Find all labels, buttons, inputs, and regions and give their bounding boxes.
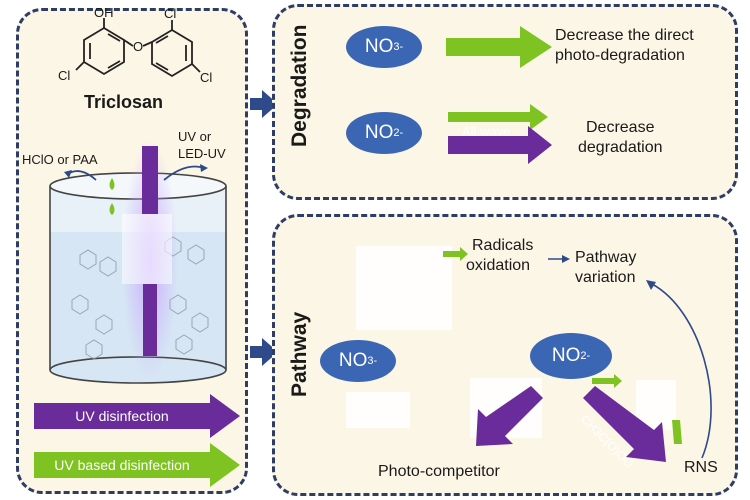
pathway-variation-label: Pathway variation xyxy=(575,249,637,286)
photo-competitor-label: Photo-competitor xyxy=(378,463,500,480)
hydroxyl-label: OH xyxy=(94,5,114,20)
uv-based-disinfection-label: UV based disinfection xyxy=(54,457,190,473)
ether-oxygen-label: O xyxy=(133,39,144,54)
radicals-oxidation-label: Radicals oxidation xyxy=(466,237,534,274)
structure-image-right xyxy=(636,380,676,430)
chlorine-label-right: Cl xyxy=(200,70,213,85)
structure-image-top xyxy=(356,246,452,330)
nitrite-effect: Decrease degradation xyxy=(578,119,663,156)
chlorine-label-top: Cl xyxy=(164,6,177,21)
overlap-arrow-text: All wave xyxy=(462,124,511,139)
degradation-title: Degradation xyxy=(288,24,311,147)
lamp-glare xyxy=(122,214,172,284)
oxidant-label: HClO or PAA xyxy=(22,152,98,167)
chlorine-label-left: Cl xyxy=(58,68,71,83)
uv-source-label: UV or LED-UV xyxy=(178,129,226,161)
structure-image-center xyxy=(470,378,542,438)
rns-label: RNS xyxy=(684,459,718,476)
uv-disinfection-label: UV disinfection xyxy=(75,408,169,424)
structure-image-left xyxy=(346,392,410,428)
molecule-name: Triclosan xyxy=(84,92,164,112)
pathway-title: Pathway xyxy=(288,311,311,397)
nitrate-effect: Decrease the direct photo-degradation xyxy=(555,27,694,64)
